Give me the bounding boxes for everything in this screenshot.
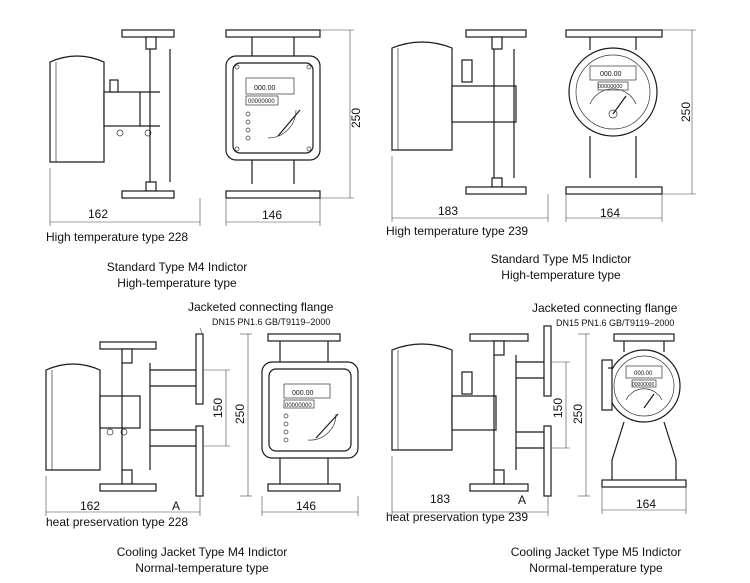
bl-flange-std: DN15 PN1.6 GB/T9119–2000 — [212, 317, 331, 327]
tr-title: Standard Type M5 Indictor High-temperatu… — [468, 251, 654, 283]
bl-title-line2: Normal-temperature type — [135, 561, 269, 575]
tl-front-view — [225, 29, 321, 199]
bl-dim-height: 250 — [233, 404, 247, 424]
tr-display-number2: 00000000 — [598, 84, 622, 90]
panel-tr-drawing — [391, 29, 696, 222]
br-title-line1: Cooling Jacket Type M5 Indictor — [510, 545, 682, 559]
bl-dim-150: 150 — [211, 398, 225, 418]
bl-title-line1: Cooling Jacket Type M4 Indictor — [116, 545, 288, 559]
br-flange-std: DN15 PN1.6 GB/T9119–2000 — [556, 318, 675, 328]
bl-dimension-lines — [45, 327, 359, 516]
tr-dimension-lines — [391, 29, 696, 222]
tl-display-number2: 00000000 — [248, 99, 275, 105]
br-dim-width: 183 — [430, 492, 451, 506]
tl-dim-height: 250 — [349, 108, 363, 128]
tl-side-view — [49, 29, 175, 199]
tl-display-number: 000.00 — [254, 85, 276, 92]
bl-side-view — [45, 333, 204, 497]
bl-title: Cooling Jacket Type M4 Indictor Normal-t… — [104, 544, 300, 576]
bl-display-number2: 00000000 — [285, 403, 312, 409]
tr-display-number: 000.00 — [600, 71, 622, 78]
tl-title-line2: High-temperature type — [117, 276, 237, 290]
bl-caption: heat preservation type 228 — [46, 515, 189, 529]
tr-dim-face: 164 — [600, 206, 621, 220]
br-dim-150: 150 — [551, 398, 565, 418]
panel-br-drawing — [391, 325, 687, 516]
br-front-view — [601, 333, 687, 488]
br-display-number: 000.00 — [634, 371, 653, 377]
br-title: Cooling Jacket Type M5 Indictor Normal-t… — [498, 544, 694, 576]
tl-dim-face: 146 — [262, 208, 283, 222]
tr-front-view — [565, 29, 663, 195]
panel-bl-drawing — [45, 327, 359, 516]
tl-caption: High temperature type 228 — [46, 230, 189, 244]
tl-dimension-lines — [49, 29, 354, 226]
bl-dim-a: A — [172, 499, 181, 513]
tl-title: Standard Type M4 Indictor High-temperatu… — [86, 259, 268, 291]
br-flange-label: Jacketed connecting flange — [532, 301, 678, 315]
tr-title-line2: High-temperature type — [501, 268, 621, 282]
br-caption: heat preservation type 239 — [386, 510, 529, 524]
tr-caption: High temperature type 239 — [386, 224, 529, 238]
br-title-line2: Normal-temperature type — [529, 561, 663, 575]
bl-dim-width: 162 — [80, 499, 101, 513]
tl-dim-width: 162 — [88, 207, 109, 221]
br-dimension-lines — [391, 333, 687, 516]
tr-title-line1: Standard Type M5 Indictor — [490, 252, 632, 266]
br-display-number2: 00000000 — [632, 382, 654, 388]
bl-flange-label: Jacketed connecting flange — [188, 300, 334, 314]
tr-dim-height: 250 — [679, 102, 693, 122]
br-side-view — [391, 325, 552, 497]
bl-dim-face: 146 — [296, 499, 317, 513]
br-dim-height: 250 — [571, 404, 585, 424]
tr-side-view — [391, 29, 527, 195]
panel-tl-drawing — [49, 29, 354, 226]
tr-dim-width: 183 — [438, 204, 459, 218]
bl-front-view — [261, 333, 359, 492]
br-dim-a: A — [518, 493, 527, 507]
tl-title-line1: Standard Type M4 Indictor — [106, 260, 248, 274]
bl-display-number: 000.00 — [292, 390, 314, 397]
br-dim-face: 164 — [636, 497, 657, 511]
